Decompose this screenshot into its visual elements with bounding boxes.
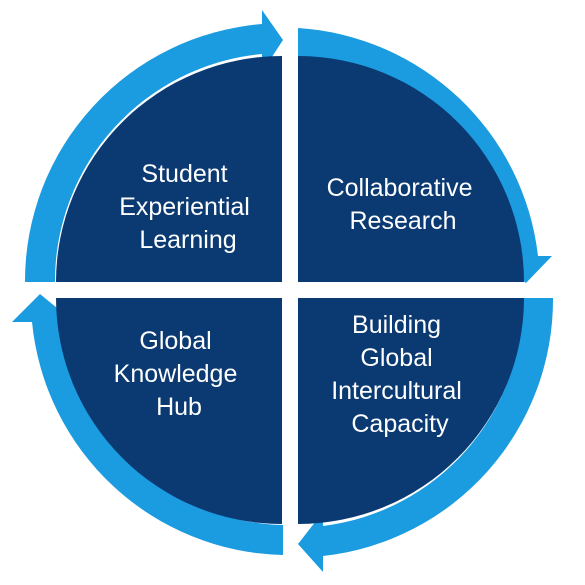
label-global-knowledge-hub: Global Knowledge Hub [114,327,245,421]
label-line: Hub [156,393,202,421]
arrow-bottom-left [12,294,283,555]
arrow-ring [12,10,554,572]
arrow-top-left [24,10,283,282]
label-line: Knowledge [114,360,238,388]
quadrant-top-left [56,56,282,282]
label-student-experiential-learning: Student Experiential Learning [119,160,257,254]
label-line: Capacity [351,410,449,438]
label-building-global-intercultural-capacity: Building Global Intercultural Capacity [331,311,469,438]
label-line: Learning [139,226,236,254]
label-line: Intercultural [331,377,462,405]
quadrant-bottom-right [298,298,524,524]
quadrant-top-right [298,56,524,282]
label-collaborative-research: Collaborative Research [327,174,480,235]
arrow-bottom-right [298,298,554,572]
quadrants [56,56,524,524]
arrow-top-right [298,28,552,283]
label-line: Collaborative [327,174,473,202]
label-line: Global [139,327,211,355]
quadrant-bottom-left [56,298,282,524]
label-line: Student [141,160,227,188]
label-line: Global [360,344,432,372]
label-line: Experiential [119,193,250,221]
label-line: Research [350,207,457,235]
label-line: Building [352,311,441,339]
